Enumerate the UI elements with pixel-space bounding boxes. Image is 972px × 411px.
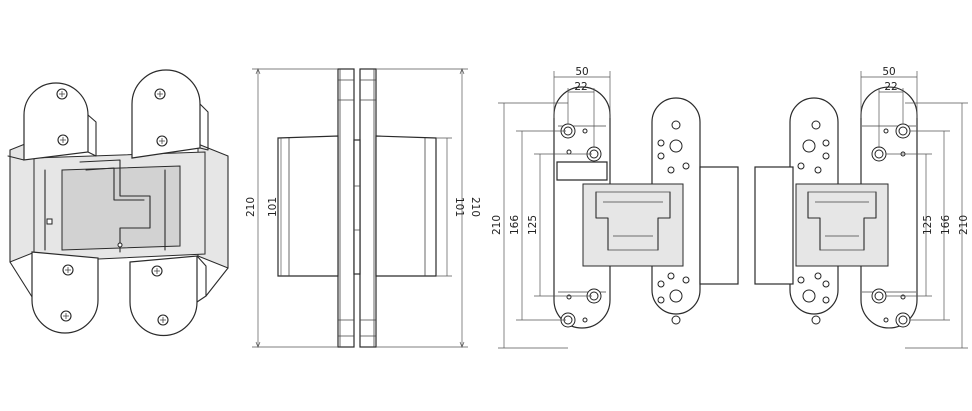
dim-166: 166	[509, 215, 521, 235]
left-plan-view: 210 166 125 50 22	[491, 66, 739, 349]
dim-50: 50	[882, 66, 895, 78]
dim-left-101: 101	[267, 197, 279, 217]
dim-right-210: 210	[469, 197, 481, 217]
screw-hole-icon	[797, 120, 911, 328]
dim-left-210: 210	[245, 197, 257, 217]
top-left-plate	[23, 82, 89, 161]
top-right-plate	[131, 69, 201, 159]
dim-125: 125	[922, 215, 934, 235]
dim-50: 50	[575, 66, 588, 78]
front-elevation-view: 210 101 101 210	[245, 68, 481, 348]
dim-210: 210	[958, 215, 970, 235]
right-plan-view: 125 166 210 50 22	[754, 66, 970, 349]
dim-125: 125	[527, 215, 539, 235]
bottom-left-plate	[31, 251, 99, 334]
dim-166: 166	[940, 215, 952, 235]
dim-22: 22	[574, 81, 587, 93]
dim-210: 210	[491, 215, 503, 235]
screw-icon	[56, 88, 169, 326]
screw-hole-icon	[560, 120, 690, 328]
bottom-right-plate	[129, 255, 198, 337]
isometric-hinge-view	[7, 69, 229, 337]
dim-right-101: 101	[453, 197, 465, 217]
dim-22: 22	[884, 81, 897, 93]
